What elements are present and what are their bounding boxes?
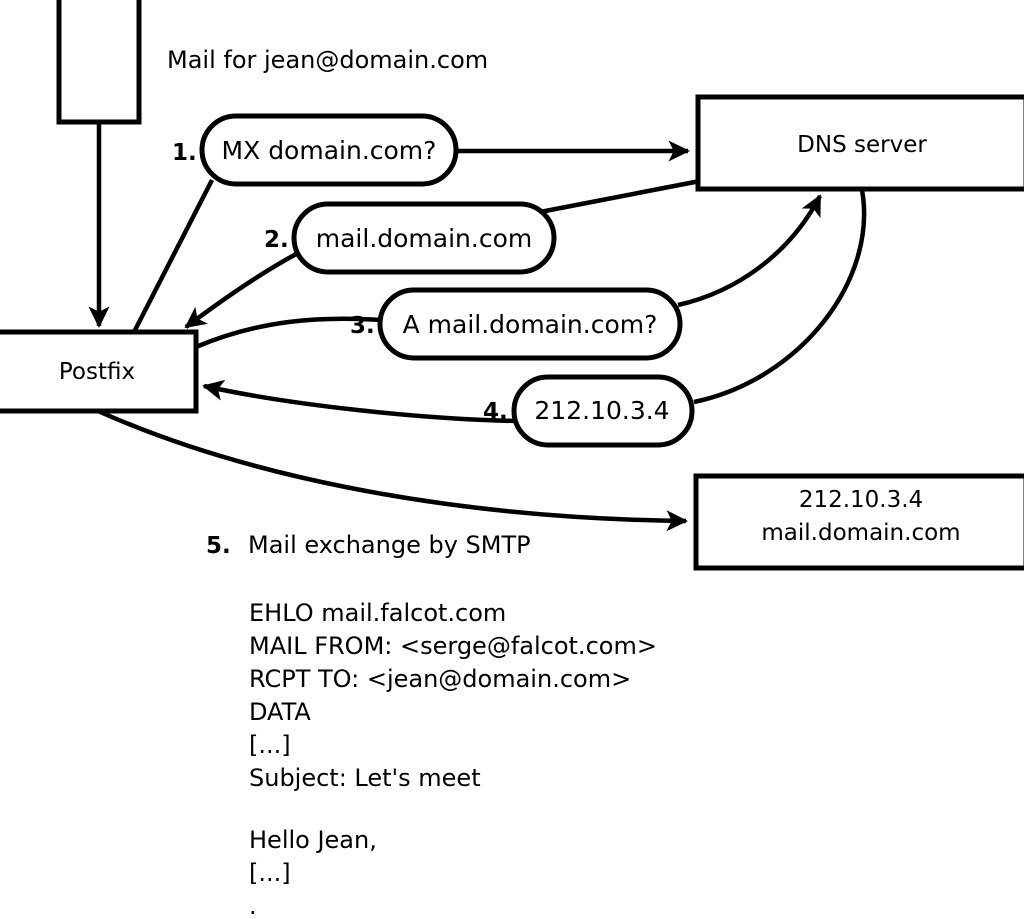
step-2-message: mail.domain.com <box>316 224 532 253</box>
transcript-line-4: DATA <box>249 698 311 726</box>
connector-step1-tail <box>130 178 215 336</box>
step-4-number: 4. <box>483 399 508 425</box>
transcript-line-3: RCPT TO: <jean@domain.com> <box>249 665 631 693</box>
transcript-line-1: EHLO mail.falcot.com <box>249 599 506 627</box>
transcript-line-2: MAIL FROM: <serge@falcot.com> <box>249 632 657 660</box>
dns-server-label: DNS server <box>797 132 927 158</box>
destination-ip-label: 212.10.3.4 <box>799 487 923 513</box>
transcript-line-5: [...] <box>249 731 291 759</box>
connector-step4-to-postfix <box>202 379 517 424</box>
postfix-label: Postfix <box>59 359 135 385</box>
step-4-bubble[interactable] <box>511 374 695 448</box>
destination-host-label: mail.domain.com <box>761 520 960 546</box>
step-3-number: 3. <box>350 313 375 339</box>
diagram-title: Mail for jean@domain.com <box>167 46 488 74</box>
step-4-message: 212.10.3.4 <box>534 396 669 425</box>
connector-dns-to-step4 <box>693 189 867 405</box>
postfix-box[interactable] <box>0 329 199 414</box>
connector-postfix-to-destination <box>97 408 688 532</box>
transcript-line-8: Hello Jean, <box>249 826 377 854</box>
step-1-bubble[interactable] <box>199 113 459 187</box>
step-3-bubble[interactable] <box>377 287 683 361</box>
connector-postfix-to-step3 <box>195 316 383 350</box>
transcript-line-6: Subject: Let's meet <box>249 764 481 792</box>
transcript-line-10: . <box>249 892 257 919</box>
step-1-number: 1. <box>172 140 197 166</box>
step-2-bubble[interactable] <box>291 201 557 275</box>
connector-dns-to-step2 <box>539 178 701 215</box>
connector-step3-to-dns <box>677 194 822 308</box>
step-3-message: A mail.domain.com? <box>403 310 658 339</box>
step-1-message: MX domain.com? <box>222 136 437 165</box>
sender-box[interactable] <box>56 0 142 125</box>
transcript-line-9: [...] <box>249 859 291 887</box>
connector-step2-to-postfix <box>184 250 302 329</box>
step-2-number: 2. <box>264 227 289 253</box>
step-5-number: 5. <box>206 533 231 559</box>
dns-server-box[interactable] <box>695 94 1024 192</box>
destination-box[interactable] <box>693 473 1024 571</box>
step-5-label: Mail exchange by SMTP <box>248 531 531 559</box>
